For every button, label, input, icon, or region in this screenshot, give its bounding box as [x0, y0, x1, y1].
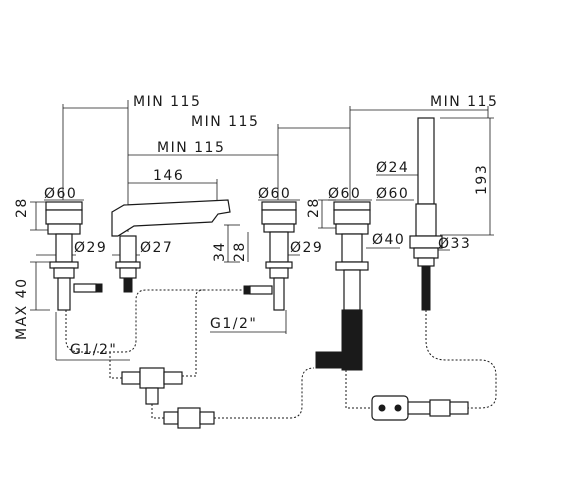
label-34: 34: [212, 241, 228, 262]
label-d24: Ø24: [376, 160, 409, 176]
label-28-right: 28: [306, 197, 322, 218]
label-d33: Ø33: [438, 236, 471, 252]
label-min-115-b: MIN 115: [191, 114, 259, 130]
label-28-middle: 28: [232, 241, 248, 262]
label-d29-b: Ø29: [290, 240, 323, 256]
hand-shower: [409, 117, 443, 311]
label-min-115-a: MIN 115: [133, 94, 201, 110]
label-max-40: MAX 40: [14, 277, 30, 340]
label-d29-a: Ø29: [74, 240, 107, 256]
spout: [111, 199, 231, 293]
label-d60-b: Ø60: [258, 186, 291, 202]
label-d60-c: Ø60: [328, 186, 361, 202]
label-g12-b: G1/2": [210, 316, 257, 332]
label-min-115-c: MIN 115: [157, 140, 225, 156]
dimension-labels: MIN 115 MIN 115 MIN 115 MIN 115 146 193 …: [14, 94, 498, 358]
fittings: [121, 367, 469, 429]
label-g12-a: G1/2": [70, 342, 117, 358]
hoses: [65, 289, 497, 419]
middle-valve: [243, 201, 297, 311]
label-d60-a: Ø60: [44, 186, 77, 202]
left-valve: [45, 201, 103, 311]
label-28-left: 28: [14, 197, 30, 218]
diverter: [315, 201, 371, 371]
label-193: 193: [474, 164, 490, 195]
label-d27: Ø27: [140, 240, 173, 256]
label-d40: Ø40: [372, 232, 405, 248]
label-d60-d: Ø60: [376, 186, 409, 202]
dimension-lines: [30, 100, 494, 361]
label-146: 146: [153, 168, 184, 184]
label-min-115-d: MIN 115: [430, 94, 498, 110]
